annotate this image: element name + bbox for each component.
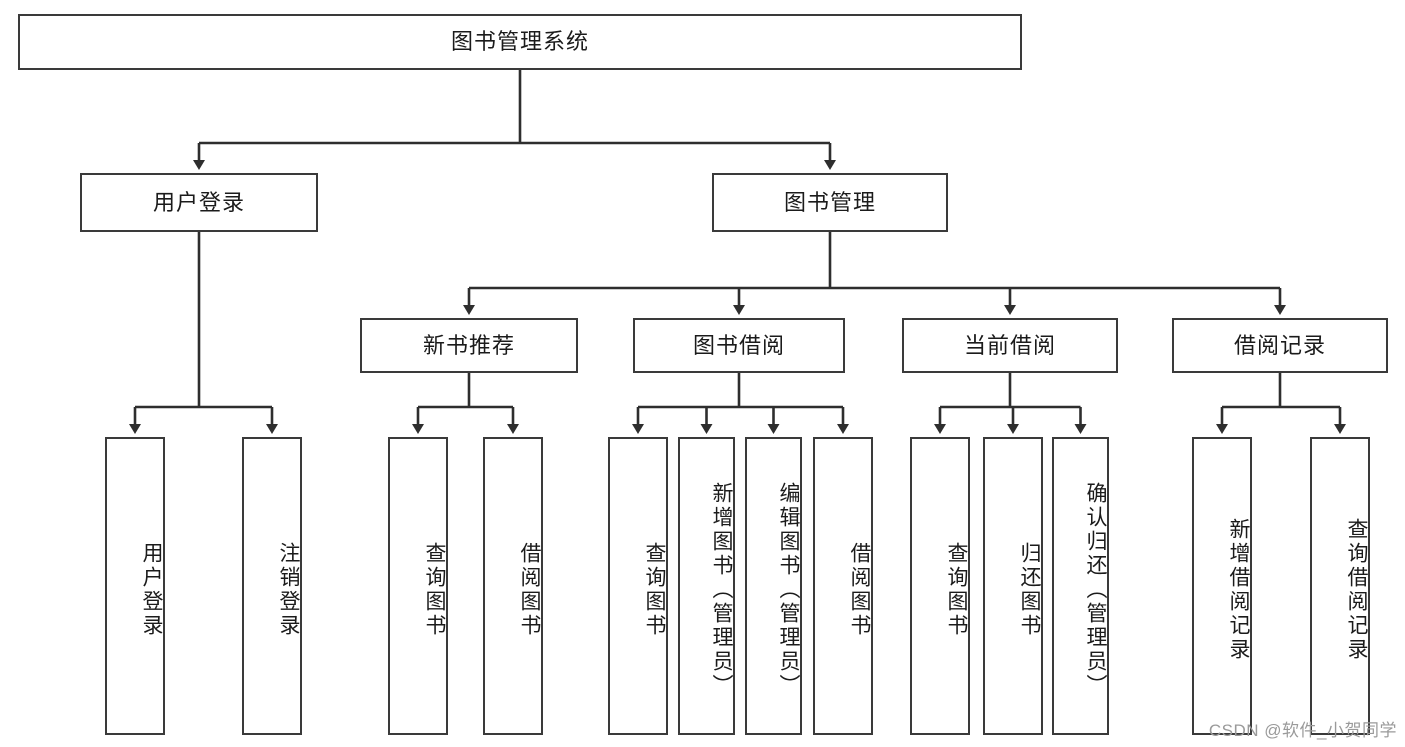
node-root[interactable]: 图书管理系统: [18, 14, 1022, 70]
node-label: 确认归还（管理员）: [1084, 482, 1107, 698]
node-label: 归还图书: [1018, 542, 1041, 638]
node-label: 用户登录: [140, 542, 163, 638]
node-leaf2[interactable]: 注销登录: [242, 437, 302, 735]
node-leaf9[interactable]: 查询图书: [910, 437, 970, 735]
node-leaf3[interactable]: 查询图书: [388, 437, 448, 735]
node-login[interactable]: 用户登录: [80, 173, 318, 232]
node-label: 编辑图书（管理员）: [777, 482, 800, 698]
node-label: 查询图书: [643, 542, 666, 638]
node-label: 查询图书: [423, 542, 446, 638]
node-label: 用户登录: [152, 189, 245, 215]
node-label: 当前借阅: [963, 332, 1056, 358]
node-label: 借阅图书: [518, 542, 541, 638]
edge-group: [129, 70, 1346, 434]
node-label: 新增图书（管理员）: [710, 482, 733, 698]
node-leaf1[interactable]: 用户登录: [105, 437, 165, 735]
node-borrow[interactable]: 图书借阅: [633, 318, 845, 373]
node-leaf8[interactable]: 借阅图书: [813, 437, 873, 735]
node-label: 图书管理: [783, 189, 876, 215]
node-label: 新书推荐: [422, 332, 515, 358]
node-label: 图书借阅: [692, 332, 785, 358]
node-leaf4[interactable]: 借阅图书: [483, 437, 543, 735]
node-label: 新增借阅记录: [1227, 518, 1250, 662]
node-current[interactable]: 当前借阅: [902, 318, 1118, 373]
node-label: 图书管理系统: [450, 29, 589, 55]
node-newbooks[interactable]: 新书推荐: [360, 318, 578, 373]
node-leaf13[interactable]: 查询借阅记录: [1310, 437, 1370, 735]
node-label: 借阅记录: [1233, 332, 1326, 358]
node-leaf12[interactable]: 新增借阅记录: [1192, 437, 1252, 735]
node-leaf10[interactable]: 归还图书: [983, 437, 1043, 735]
node-leaf7[interactable]: 编辑图书（管理员）: [745, 437, 802, 735]
node-label: 借阅图书: [848, 542, 871, 638]
node-label: 注销登录: [277, 542, 300, 638]
node-records[interactable]: 借阅记录: [1172, 318, 1388, 373]
node-label: 查询借阅记录: [1345, 518, 1368, 662]
node-leaf5[interactable]: 查询图书: [608, 437, 668, 735]
node-label: 查询图书: [945, 542, 968, 638]
node-bookmgmt[interactable]: 图书管理: [712, 173, 948, 232]
node-leaf6[interactable]: 新增图书（管理员）: [678, 437, 735, 735]
node-leaf11[interactable]: 确认归还（管理员）: [1052, 437, 1109, 735]
